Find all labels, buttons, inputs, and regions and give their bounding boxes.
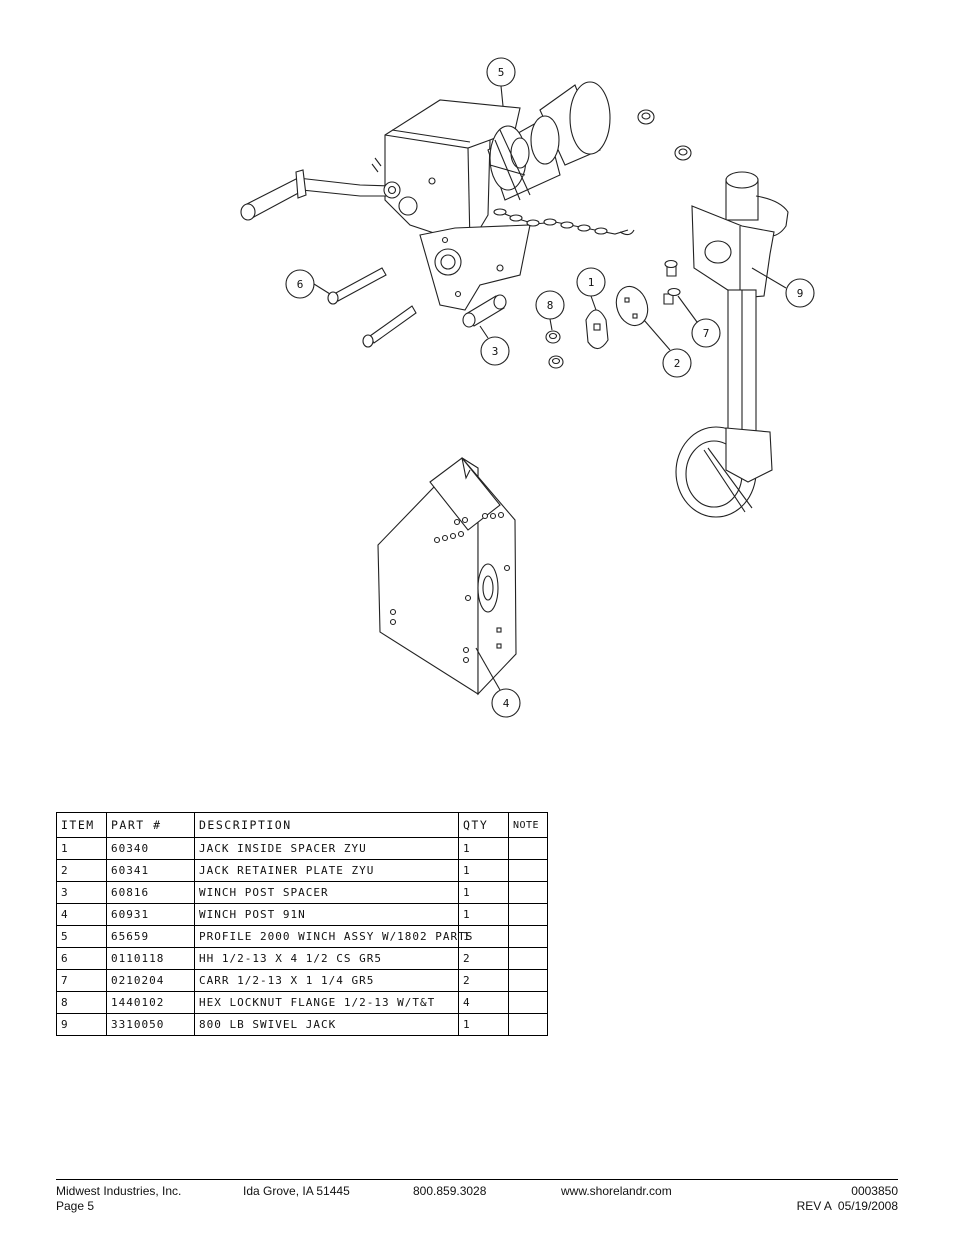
cell-description: PROFILE 2000 WINCH ASSY W/1802 PARTS bbox=[194, 925, 472, 948]
cell-description: JACK RETAINER PLATE ZYU bbox=[194, 859, 459, 882]
cell-qty: 1 bbox=[458, 837, 509, 860]
svg-text:6: 6 bbox=[297, 278, 304, 291]
callout-6: 6 bbox=[285, 269, 331, 299]
svg-text:7: 7 bbox=[703, 327, 710, 340]
col-note: NOTE bbox=[508, 812, 548, 838]
cell-part: 3310050 bbox=[106, 1013, 195, 1036]
cell-part: 60341 bbox=[106, 859, 195, 882]
callout-5: 5 bbox=[486, 57, 516, 107]
cell-qty: 1 bbox=[458, 903, 509, 926]
cell-description: CARR 1/2-13 X 1 1/4 GR5 bbox=[194, 969, 459, 992]
cell-part: 60340 bbox=[106, 837, 195, 860]
cell-note bbox=[508, 991, 548, 1014]
cell-description: HH 1/2-13 X 4 1/2 CS GR5 bbox=[194, 947, 459, 970]
footer-doc-number: 0003850 bbox=[851, 1184, 898, 1198]
cell-description: 800 LB SWIVEL JACK bbox=[194, 1013, 459, 1036]
footer-website: www.shorelandr.com bbox=[561, 1184, 672, 1198]
cell-description: HEX LOCKNUT FLANGE 1/2-13 W/T&T bbox=[194, 991, 459, 1014]
cell-item: 6 bbox=[56, 947, 107, 970]
cell-part: 0110118 bbox=[106, 947, 195, 970]
svg-text:3: 3 bbox=[492, 345, 499, 358]
cell-item: 2 bbox=[56, 859, 107, 882]
cell-item: 9 bbox=[56, 1013, 107, 1036]
cell-part: 60931 bbox=[106, 903, 195, 926]
cell-qty: 1 bbox=[458, 859, 509, 882]
footer-city: Ida Grove, IA 51445 bbox=[243, 1184, 350, 1198]
cell-description: WINCH POST SPACER bbox=[194, 881, 459, 904]
svg-text:9: 9 bbox=[797, 287, 804, 300]
swivel-jack bbox=[675, 171, 789, 518]
cell-item: 4 bbox=[56, 903, 107, 926]
svg-text:2: 2 bbox=[674, 357, 681, 370]
cell-part: 1440102 bbox=[106, 991, 195, 1014]
cell-note bbox=[508, 947, 548, 970]
cell-item: 7 bbox=[56, 969, 107, 992]
col-part: PART # bbox=[106, 812, 195, 838]
exploded-parts-diagram: 5 6 3 8 1 2 7 9 4 bbox=[240, 57, 815, 718]
jack-inside-spacer bbox=[585, 309, 609, 350]
locknuts bbox=[545, 330, 564, 369]
col-item: ITEM bbox=[56, 812, 107, 838]
svg-text:8: 8 bbox=[547, 299, 554, 312]
footer-phone: 800.859.3028 bbox=[413, 1184, 487, 1198]
cell-qty: 1 bbox=[458, 881, 509, 904]
carriage-bolts bbox=[663, 259, 681, 305]
cell-part: 0210204 bbox=[106, 969, 195, 992]
flange-nuts-upper bbox=[637, 109, 692, 161]
col-description: DESCRIPTION bbox=[194, 812, 459, 838]
footer-revision: REV A 05/19/2008 bbox=[796, 1199, 898, 1213]
cell-qty: 4 bbox=[458, 991, 509, 1014]
cell-item: 5 bbox=[56, 925, 107, 948]
table-header-row: ITEM PART # DESCRIPTION QTY NOTE bbox=[56, 812, 548, 838]
hex-bolts bbox=[327, 267, 417, 348]
svg-text:4: 4 bbox=[503, 697, 510, 710]
cell-note bbox=[508, 859, 548, 882]
cell-note bbox=[508, 881, 548, 904]
cell-qty: 2 bbox=[458, 969, 509, 992]
cell-note bbox=[508, 903, 548, 926]
cell-description: WINCH POST 91N bbox=[194, 903, 459, 926]
jack-retainer-plate bbox=[615, 285, 649, 327]
cell-item: 8 bbox=[56, 991, 107, 1014]
cell-qty: 1 bbox=[458, 925, 509, 948]
callout-3: 3 bbox=[479, 325, 510, 366]
cell-note bbox=[508, 969, 548, 992]
cell-part: 65659 bbox=[106, 925, 195, 948]
callout-7: 7 bbox=[677, 295, 721, 348]
footer-page-number: Page 5 bbox=[56, 1199, 95, 1213]
footer-company: Midwest Industries, Inc. bbox=[56, 1184, 182, 1198]
callout-1: 1 bbox=[576, 267, 606, 311]
svg-text:1: 1 bbox=[588, 276, 595, 289]
svg-text:5: 5 bbox=[498, 66, 505, 79]
cell-part: 60816 bbox=[106, 881, 195, 904]
footer-divider bbox=[56, 1179, 898, 1180]
winch-post bbox=[377, 457, 517, 696]
cell-note bbox=[508, 1013, 548, 1036]
winch-assembly bbox=[240, 81, 635, 311]
cell-item: 1 bbox=[56, 837, 107, 860]
cell-note bbox=[508, 837, 548, 860]
callout-8: 8 bbox=[535, 290, 565, 331]
callout-2: 2 bbox=[643, 319, 692, 378]
cell-qty: 2 bbox=[458, 947, 509, 970]
callout-9: 9 bbox=[751, 267, 815, 308]
winch-post-spacer bbox=[462, 294, 507, 328]
cell-description: JACK INSIDE SPACER ZYU bbox=[194, 837, 459, 860]
cell-item: 3 bbox=[56, 881, 107, 904]
col-qty: QTY bbox=[458, 812, 509, 838]
cell-qty: 1 bbox=[458, 1013, 509, 1036]
cell-note bbox=[508, 925, 548, 948]
callout-4: 4 bbox=[475, 647, 521, 718]
